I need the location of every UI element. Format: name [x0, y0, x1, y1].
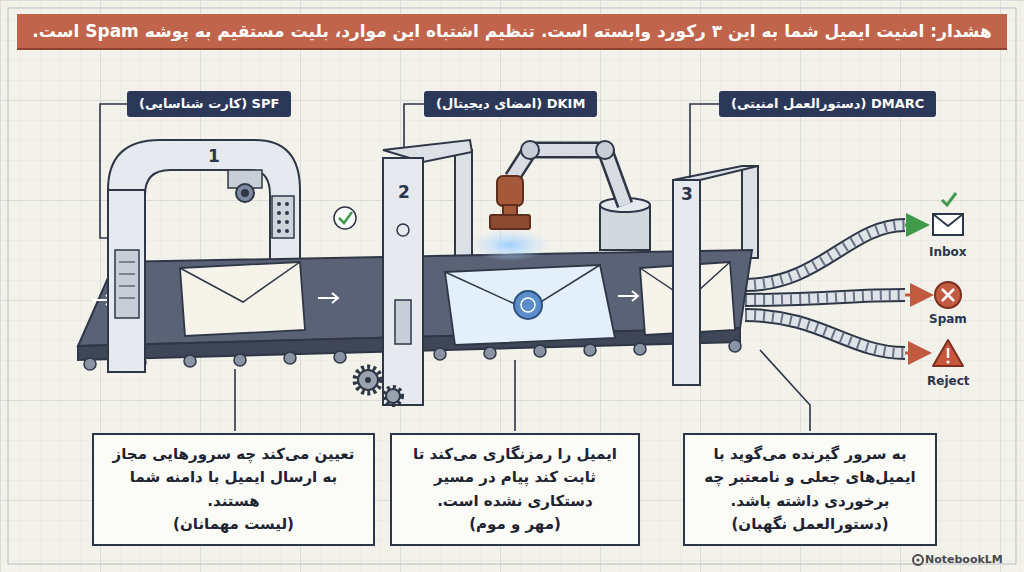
node-text: به سرور گیرنده می‌گوید با ایمیل‌های جعلی…	[697, 443, 923, 513]
node-note: (دستورالعمل نگهبان)	[697, 513, 923, 536]
description-box: تعیین می‌کند چه سرورهایی مجاز به ارسال ا…	[92, 433, 375, 546]
outcome-label: Reject	[927, 374, 969, 388]
node-note: (مهر و موم)	[404, 513, 626, 536]
node-text: DMARC (دستورالعمل امنیتی)	[731, 96, 924, 112]
gate-number: 3	[678, 184, 696, 204]
record-label: DMARC (دستورالعمل امنیتی)	[719, 91, 936, 117]
description-box: ایمیل را رمزنگاری می‌کند تا ثابت کند پیا…	[390, 433, 640, 546]
watermark: NotebookLM	[925, 553, 1003, 566]
node-text: ایمیل را رمزنگاری می‌کند تا ثابت کند پیا…	[404, 443, 626, 513]
description-box: به سرور گیرنده می‌گوید با ایمیل‌های جعلی…	[683, 433, 937, 546]
title-banner: هشدار: امنیت ایمیل شما به این ۳ رکورد وا…	[17, 14, 1007, 50]
node-text: SPF (کارت شناسایی)	[139, 96, 279, 112]
outcome-label: Inbox	[929, 245, 967, 259]
record-label: SPF (کارت شناسایی)	[127, 91, 291, 117]
title-text: هشدار: امنیت ایمیل شما به این ۳ رکورد وا…	[32, 20, 991, 42]
node-note: (لیست مهمانان)	[106, 513, 361, 536]
record-label: DKIM (امضای دیجیتال)	[424, 91, 597, 117]
node-text: DKIM (امضای دیجیتال)	[436, 96, 585, 112]
outcome-label: Spam	[929, 312, 967, 326]
gate-number: 1	[205, 146, 223, 166]
gate-number: 2	[395, 182, 413, 202]
node-text: تعیین می‌کند چه سرورهایی مجاز به ارسال ا…	[106, 443, 361, 513]
